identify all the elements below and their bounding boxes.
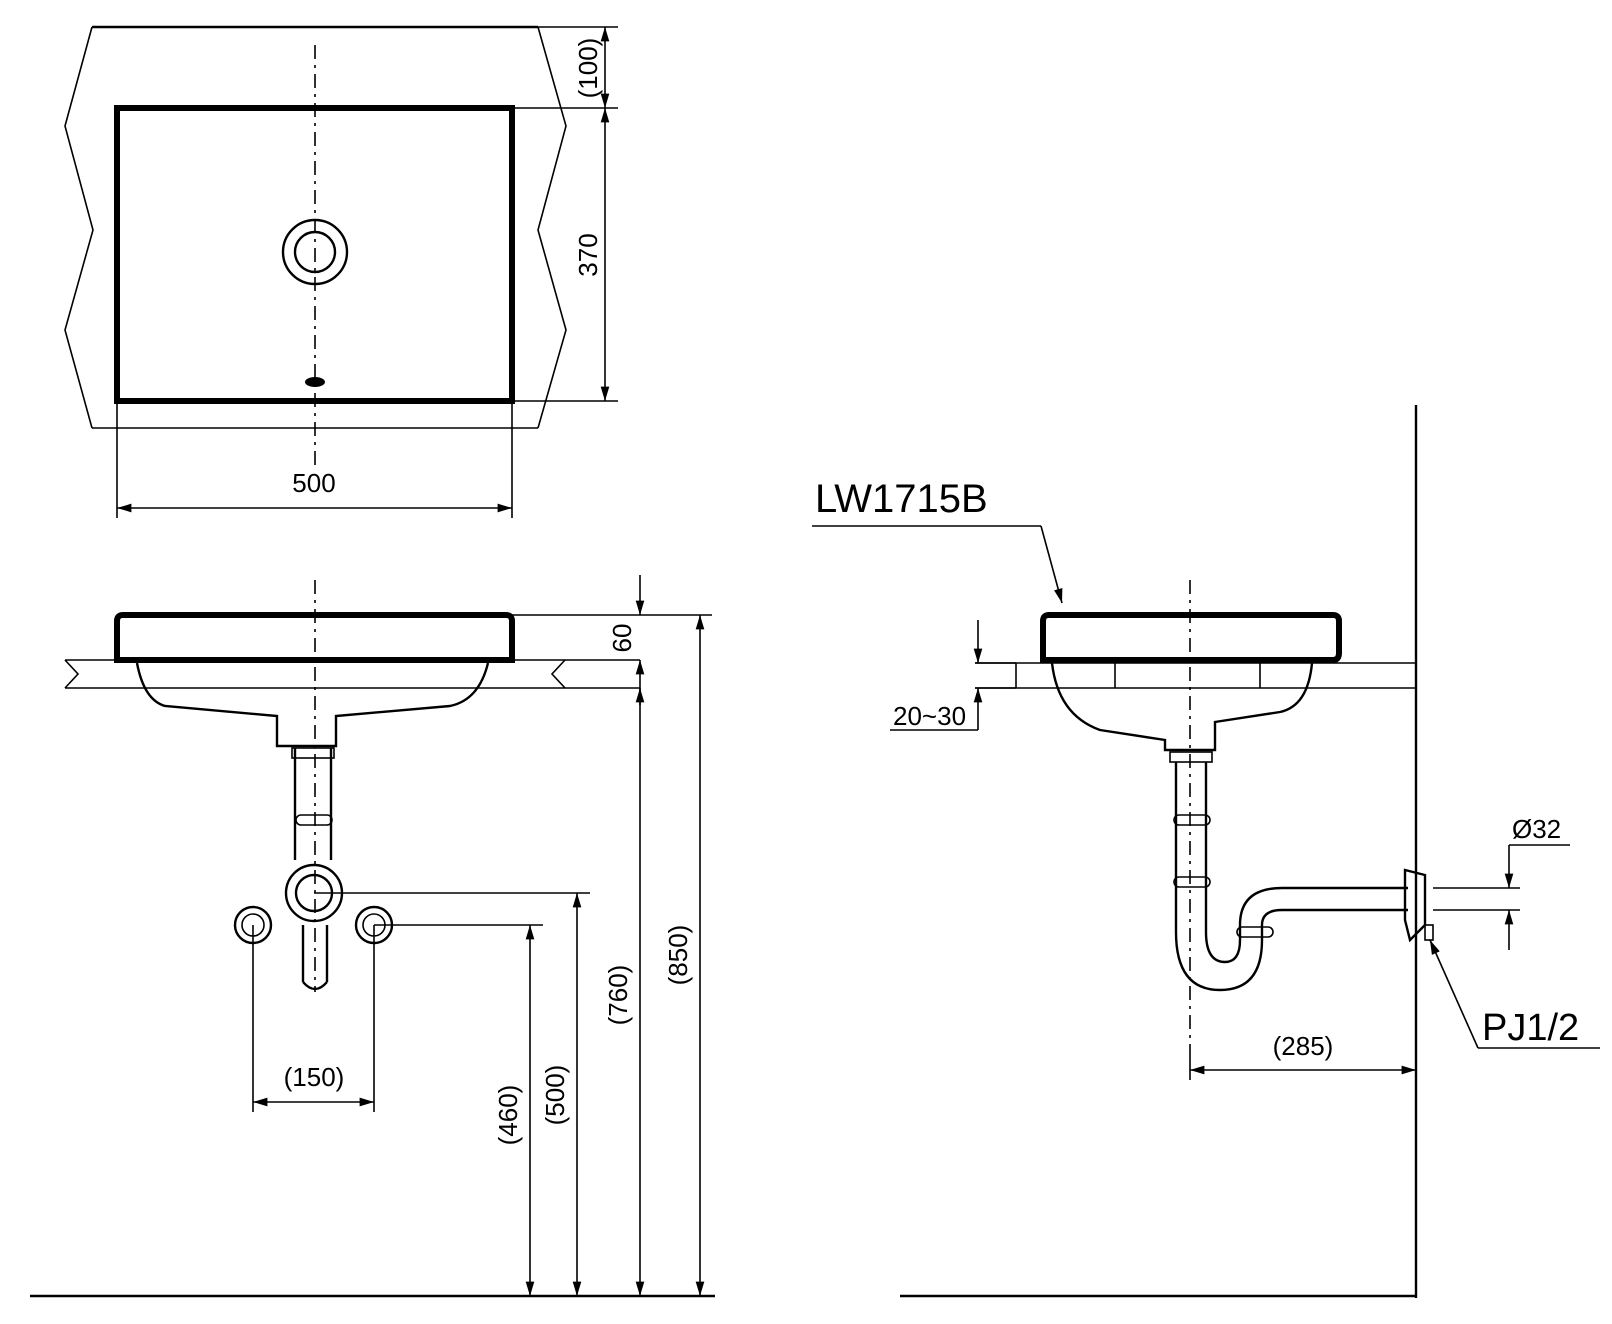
dim-pipe-diameter: Ø32	[1433, 814, 1570, 950]
dim-label-285: (285)	[1273, 1031, 1334, 1061]
side-basin-bowl	[1050, 662, 1314, 752]
dim-total-height: (850)	[663, 615, 705, 1296]
dim-counter-thickness: 20~30	[890, 620, 1016, 731]
dim-label-850: (850)	[663, 925, 693, 986]
side-view: LW1715B	[812, 405, 1600, 1298]
front-countertop	[64, 659, 640, 689]
model-label: LW1715B	[815, 477, 988, 521]
dim-label-760: (760)	[603, 965, 633, 1026]
dim-label-500: 500	[292, 468, 335, 498]
side-countertop	[975, 662, 1416, 689]
dim-counter-height: (760)	[603, 688, 645, 1296]
dim-label-100: (100)	[573, 38, 603, 99]
dim-thread-size: PJ1/2	[1429, 939, 1600, 1049]
wall-flange-icon	[1403, 868, 1434, 943]
drain-icon	[281, 218, 349, 286]
dim-top-offset: (100)	[512, 26, 618, 109]
front-view: 60 (850) (760) (500) (460) (150)	[30, 575, 715, 1298]
thread-label-pj12: PJ1/2	[1482, 1007, 1579, 1049]
countertop-outline	[64, 25, 567, 429]
dim-top-depth: 370	[512, 108, 618, 402]
side-trap-pipe	[1169, 751, 1408, 992]
dim-label-60: 60	[607, 624, 637, 653]
model-leader	[812, 525, 1063, 604]
dim-trap-height: (500)	[314, 892, 590, 1296]
top-view: (100) 370 500	[64, 25, 618, 518]
dim-supply-spacing: (150)	[252, 925, 375, 1112]
dim-label-370: 370	[573, 233, 603, 276]
dim-wall-distance: (285)	[1189, 1031, 1416, 1080]
dim-top-width: 500	[116, 401, 513, 518]
dim-label-20-30: 20~30	[893, 701, 966, 731]
dim-label-diameter-32: Ø32	[1512, 814, 1561, 844]
dim-label-150: (150)	[284, 1062, 345, 1092]
front-drain-pipe	[284, 747, 344, 991]
dim-supply-height: (460)	[374, 924, 543, 1296]
side-basin-rim	[1040, 612, 1342, 663]
overflow-hole-icon	[305, 377, 325, 387]
dim-label-460: (460)	[493, 1085, 523, 1146]
dim-rim-height: 60	[512, 575, 712, 705]
front-basin-bowl	[135, 662, 490, 748]
dim-label-500-paren: (500)	[540, 1065, 570, 1126]
front-basin-rim	[114, 612, 515, 663]
